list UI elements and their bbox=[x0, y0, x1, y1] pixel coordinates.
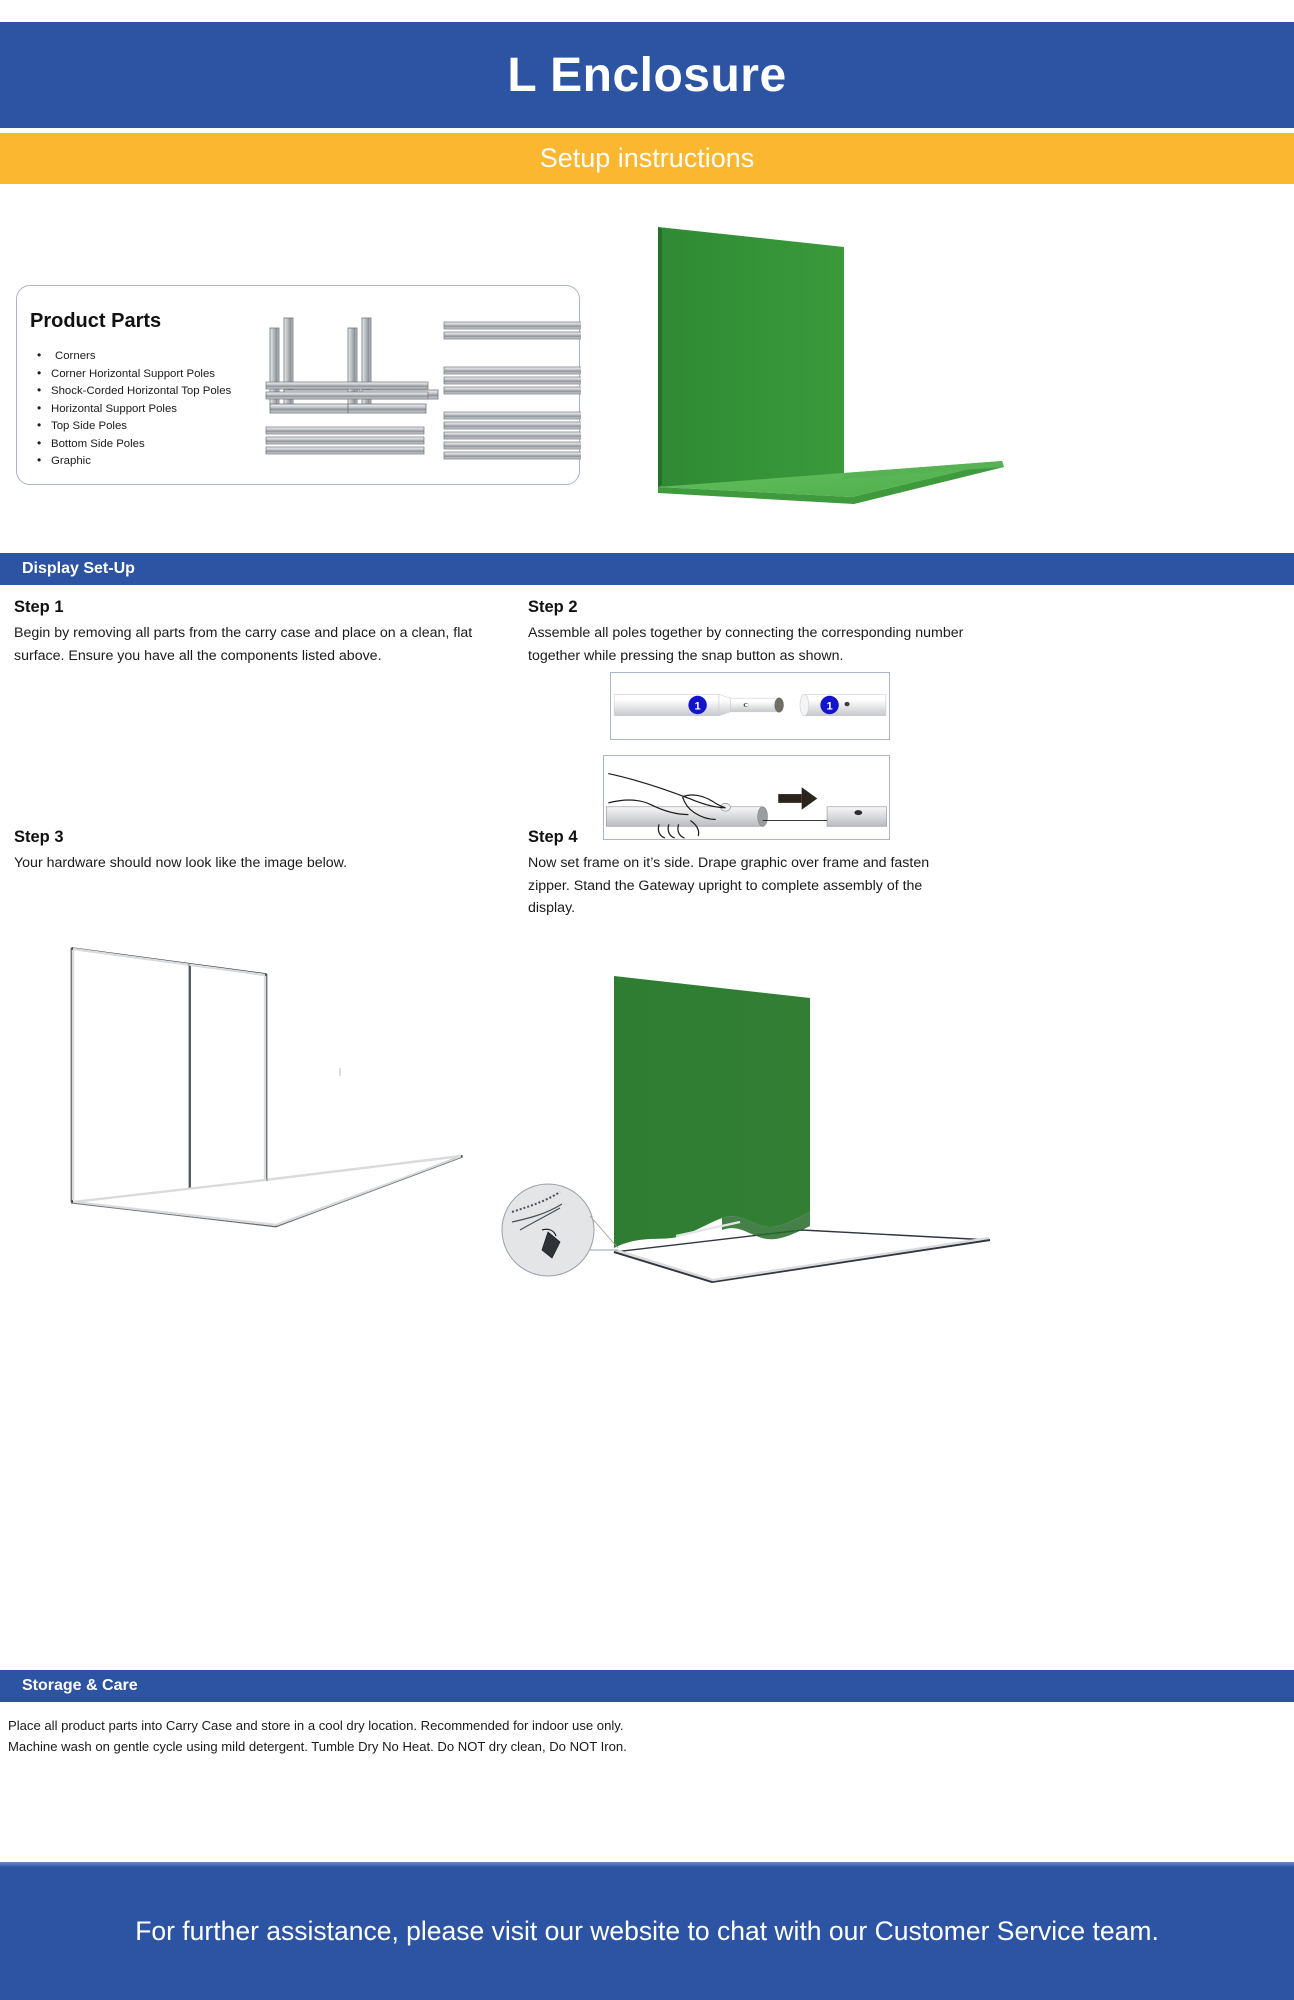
product-parts-panel: Product Parts Corners Corner Horizontal … bbox=[16, 285, 581, 485]
product-parts-illustration bbox=[265, 317, 581, 460]
product-parts-heading: Product Parts bbox=[30, 310, 162, 332]
list-item: Graphic bbox=[35, 452, 231, 471]
step-3-body: Your hardware should now look like the i… bbox=[14, 855, 348, 871]
snap-button-figure bbox=[603, 755, 890, 840]
list-item: Top Side Poles bbox=[35, 417, 231, 436]
step-3-heading: Step 3 bbox=[14, 828, 64, 846]
title-bar: L Enclosure bbox=[0, 22, 1294, 128]
subtitle-bar: Setup instructions bbox=[0, 133, 1294, 184]
step-4: Step 4 Now set frame on it’s side. Drape… bbox=[528, 828, 958, 920]
step-2-heading: Step 2 bbox=[528, 598, 578, 616]
pole-connection-figure: 1 1 bbox=[610, 672, 890, 740]
list-item: Bottom Side Poles bbox=[35, 435, 231, 454]
pole-number-badge-right-label: 1 bbox=[826, 700, 832, 712]
snap-hole-icon bbox=[854, 810, 863, 816]
hand-icon bbox=[608, 772, 726, 839]
footer-text: For further assistance, please visit our… bbox=[135, 1915, 1159, 1946]
step-2-body: Assemble all poles together by connectin… bbox=[528, 625, 964, 664]
list-item: Shock-Corded Horizontal Top Poles bbox=[35, 382, 231, 401]
step-1: Step 1 Begin by removing all parts from … bbox=[14, 598, 484, 667]
section-header-label: Storage & Care bbox=[22, 1677, 138, 1694]
storage-care-text: Place all product parts into Carry Case … bbox=[8, 1716, 1008, 1757]
pole-number-badge-left-label: 1 bbox=[694, 700, 700, 712]
assembled-frame-illustration bbox=[70, 947, 464, 1228]
section-header-storage-care: Storage & Care bbox=[0, 1670, 1294, 1702]
pole-number-badge-right bbox=[820, 695, 839, 715]
step-4-body: Now set frame on it’s side. Drape graphi… bbox=[528, 855, 930, 916]
pole-connection-illustration: 1 1 bbox=[613, 693, 887, 717]
section-header-display-setup: Display Set-Up bbox=[0, 553, 1294, 585]
zipper-pull-icon bbox=[541, 1231, 561, 1259]
snap-hole-icon bbox=[844, 701, 850, 707]
storage-line-1: Place all product parts into Carry Case … bbox=[8, 1718, 624, 1733]
arrow-right-icon bbox=[778, 787, 818, 810]
section-header-label: Display Set-Up bbox=[22, 560, 135, 577]
page-subtitle: Setup instructions bbox=[539, 143, 755, 173]
graphic-draped-illustration bbox=[501, 976, 991, 1284]
list-item: Horizontal Support Poles bbox=[35, 400, 231, 419]
pole-number-badge-left bbox=[688, 695, 707, 715]
horizontal-poles-group bbox=[265, 381, 429, 455]
hero-back-wall bbox=[658, 227, 844, 487]
step-1-heading: Step 1 bbox=[14, 598, 64, 616]
footer-bar: For further assistance, please visit our… bbox=[0, 1862, 1294, 2000]
snap-button-illustration bbox=[606, 772, 887, 839]
list-item: Corners bbox=[35, 347, 231, 366]
footer-top-edge bbox=[0, 1862, 1294, 1867]
product-hero-illustration bbox=[658, 227, 1004, 504]
product-parts-list: Corners Corner Horizontal Support Poles … bbox=[35, 347, 231, 471]
step-1-body: Begin by removing all parts from the car… bbox=[14, 625, 473, 664]
zipper-callout bbox=[501, 1183, 619, 1277]
page-title: L Enclosure bbox=[507, 48, 787, 102]
pole-bundle-group bbox=[443, 321, 581, 460]
step-2: Step 2 Assemble all poles together by co… bbox=[528, 598, 998, 667]
step-4-heading: Step 4 bbox=[528, 828, 578, 846]
step-3: Step 3 Your hardware should now look lik… bbox=[14, 828, 484, 875]
storage-line-2: Machine wash on gentle cycle using mild … bbox=[8, 1738, 627, 1754]
green-graphic-panel bbox=[614, 976, 810, 1248]
list-item: Corner Horizontal Support Poles bbox=[35, 365, 231, 384]
